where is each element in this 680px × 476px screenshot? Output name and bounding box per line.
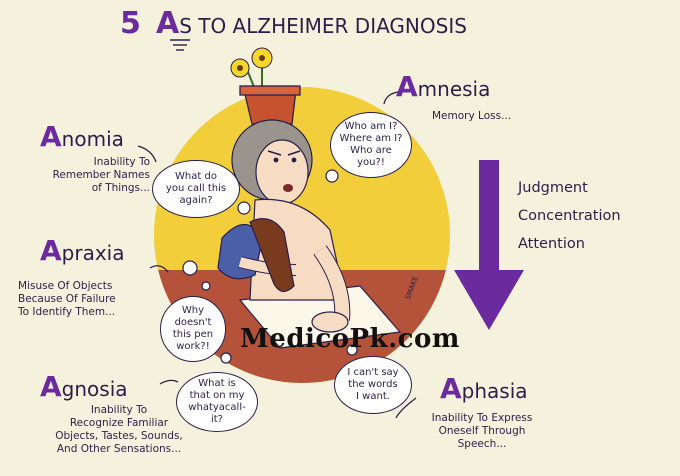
agnosia-desc-line: Inability To (90, 404, 148, 416)
amnesia-label: mnesia (417, 77, 491, 101)
agnosia-label: gnosia (61, 377, 128, 401)
title-letter: A (155, 6, 180, 41)
amnesia-arrow-icon (383, 91, 399, 105)
bubble-line: I can't say (347, 367, 399, 378)
aphasia-initial: A (440, 372, 462, 405)
agnosia-desc-line: Objects, Tastes, Sounds, (55, 430, 183, 442)
bubble-line: Why (181, 305, 205, 316)
watermark: MedicoPk.com (240, 324, 460, 354)
apraxia-label: praxia (61, 241, 125, 265)
term-anomia: Anomia (40, 120, 124, 153)
apraxia-desc-line: Because Of Failure (18, 293, 116, 305)
term-aphasia: Aphasia (440, 372, 528, 405)
bubble-line: the words (348, 379, 398, 390)
bubble-line: I want. (356, 391, 390, 402)
term-apraxia: Apraxia (40, 234, 125, 267)
bubble-line: Who are (350, 145, 392, 156)
flower-pot-icon (230, 47, 301, 125)
thought-bubble-what-do: What do you call this again? (152, 160, 240, 218)
aphasia-desc-line: Speech... (457, 438, 507, 450)
aphasia-desc: Inability To Express Oneself Through Spe… (412, 412, 552, 451)
bubble-line: whatyacall- (188, 402, 246, 413)
anomia-desc-line: of Things... (91, 182, 150, 194)
page-title: 5 AS TO ALZHEIMER DIAGNOSIS (120, 6, 467, 41)
term-agnosia: Agnosia (40, 370, 128, 403)
bubble-line: Where am I? (339, 133, 403, 144)
agnosia-initial: A (40, 370, 62, 403)
bubble-line: Who am I? (344, 121, 398, 132)
agnosia-desc: Inability To Recognize Familiar Objects,… (34, 404, 204, 456)
title-rest: S TO ALZHEIMER DIAGNOSIS (179, 14, 467, 38)
person-figure (217, 119, 351, 333)
bubble-line: that on my (189, 390, 245, 401)
side-label-concentration: Concentration (518, 208, 621, 224)
apraxia-desc-line: Misuse Of Objects (18, 280, 113, 292)
aphasia-arrow-icon (395, 397, 417, 419)
anomia-label: nomia (61, 127, 124, 151)
thought-bubble-what-is: What is that on my whatyacall- it? (176, 372, 258, 432)
bubble-line: work?! (176, 341, 210, 352)
anomia-desc-line: Remember Names (52, 169, 150, 181)
bubble-line: this pen (172, 329, 214, 340)
bubble-line: doesn't (174, 317, 212, 328)
amnesia-desc: Memory Loss... (432, 110, 562, 123)
apraxia-desc-line: To Identify Them... (18, 306, 116, 318)
bubble-line: you call this (165, 183, 227, 194)
aphasia-label: phasia (461, 379, 528, 403)
anomia-initial: A (40, 120, 62, 153)
aphasia-desc-line: Inability To Express (431, 412, 533, 424)
side-label-attention: Attention (518, 236, 585, 252)
decline-arrow-icon (454, 160, 524, 330)
bubble-line: What do (175, 171, 217, 182)
apraxia-arrow-icon (149, 265, 169, 273)
amnesia-initial: A (396, 70, 418, 103)
anomia-arrow-icon (137, 145, 157, 163)
agnosia-desc-line: Recognize Familiar (69, 417, 169, 429)
amnesia-desc-line: Memory Loss... (432, 110, 512, 122)
bubble-line: you?! (357, 157, 385, 168)
thought-bubble-who-am-i: Who am I? Where am I? Who are you?! (330, 112, 412, 178)
anomia-desc-line: Inability To (93, 156, 150, 168)
thought-bubble-why: Why doesn't this pen work?! (160, 296, 226, 362)
anomia-desc: Inability To Remember Names of Things... (22, 156, 150, 195)
bubble-line: again? (179, 195, 213, 206)
thought-bubble-cant-say: I can't say the words I want. (334, 356, 412, 414)
apraxia-initial: A (40, 234, 62, 267)
title-number: 5 (120, 6, 141, 41)
agnosia-arrow-icon (159, 379, 179, 385)
side-labels: Judgment Concentration Attention (518, 180, 621, 252)
side-label-judgment: Judgment (518, 180, 588, 196)
apraxia-desc: Misuse Of Objects Because Of Failure To … (18, 280, 158, 319)
aphasia-desc-line: Oneself Through (438, 425, 526, 437)
bubble-line: What is (198, 378, 236, 389)
bubble-line: it? (210, 414, 223, 425)
agnosia-desc-line: And Other Sensations... (56, 443, 182, 455)
term-amnesia: Amnesia (396, 70, 490, 103)
